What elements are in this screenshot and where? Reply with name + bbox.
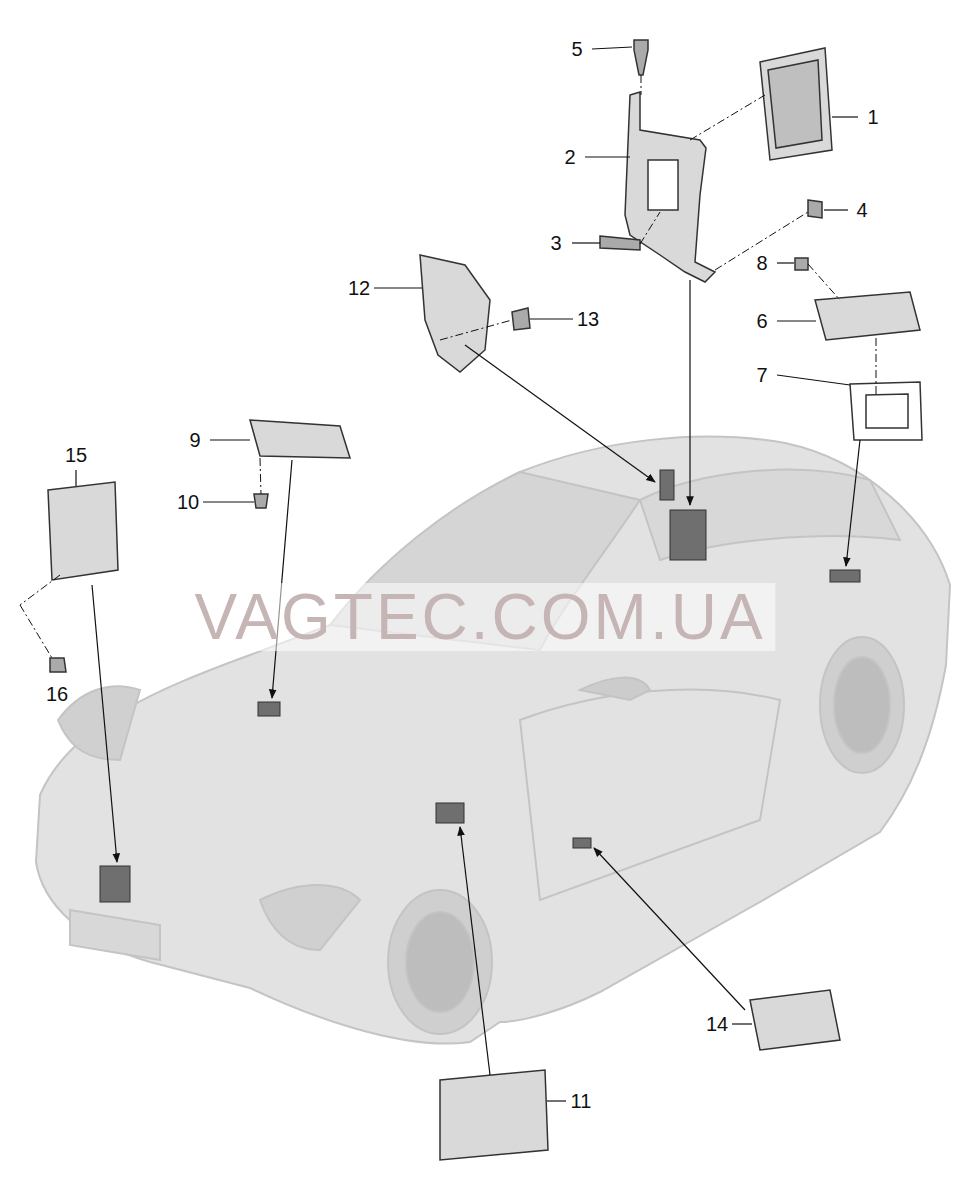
callout-number: 8 xyxy=(756,253,767,273)
callout-number: 10 xyxy=(177,492,199,512)
callout-number: 7 xyxy=(756,365,767,385)
assembly-line xyxy=(20,75,876,658)
callout-number: 2 xyxy=(564,147,575,167)
callout-number: 5 xyxy=(571,39,582,59)
mounted-module xyxy=(100,470,860,902)
callout-number: 4 xyxy=(856,200,867,220)
callout-number: 13 xyxy=(577,309,599,329)
location-arrow xyxy=(92,280,860,1075)
car-body xyxy=(36,437,950,1044)
callout-number: 14 xyxy=(706,1014,728,1034)
leader-line xyxy=(76,47,858,1101)
callout-number: 11 xyxy=(571,1091,592,1111)
callout-number: 9 xyxy=(189,430,200,450)
callout-number: 12 xyxy=(348,278,370,298)
part xyxy=(48,40,922,1160)
callout-number: 6 xyxy=(756,311,767,331)
callout-number: 1 xyxy=(867,107,878,127)
watermark: VAGTEC.COM.UA xyxy=(184,583,775,651)
callout-number: 3 xyxy=(550,233,561,253)
callout-number: 16 xyxy=(46,684,68,704)
callout-number: 15 xyxy=(65,445,87,465)
